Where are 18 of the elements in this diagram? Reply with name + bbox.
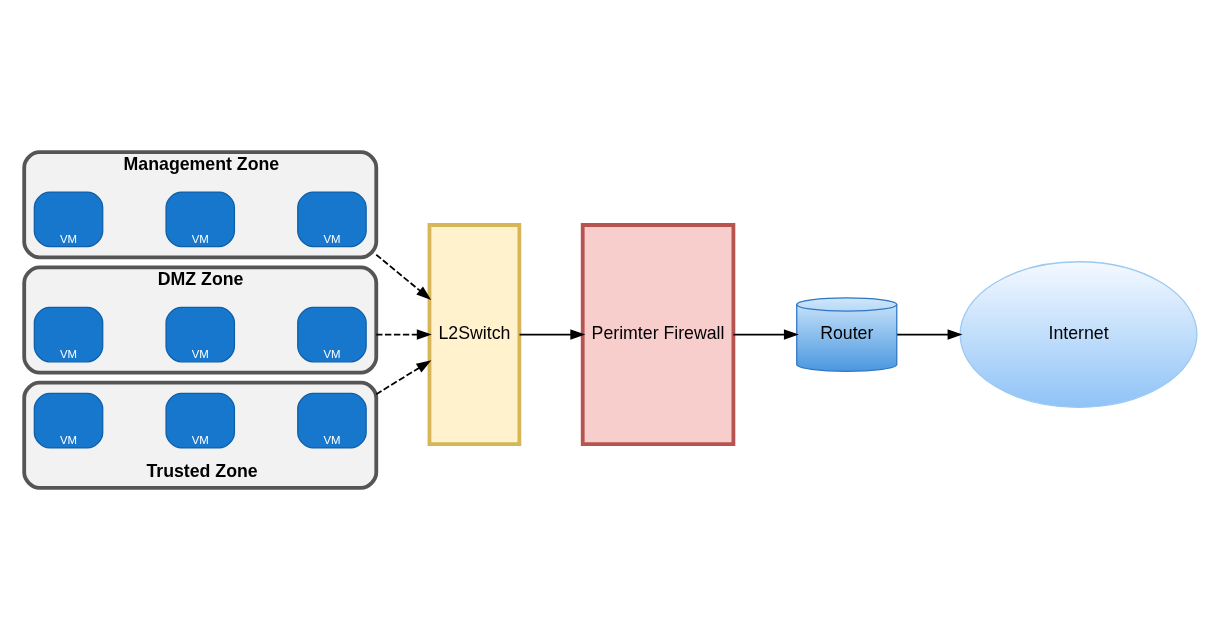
node-box: VM [297, 306, 367, 362]
arrow [518, 328, 586, 340]
node-ellipse: Internet [959, 260, 1198, 408]
node-box: VM [33, 190, 104, 247]
node-box: VM [165, 392, 236, 449]
arrow [375, 253, 432, 300]
node-box: VM [165, 306, 236, 362]
node-box: L2Switch [427, 222, 522, 446]
node-box: VM [33, 306, 104, 362]
node-box: VM [297, 392, 367, 449]
node-box: Perimter Firewall [580, 222, 736, 446]
arrow [375, 328, 432, 340]
node-box: VM [33, 392, 104, 449]
arrow [896, 328, 963, 340]
arrow [375, 359, 432, 395]
node-box: VM [165, 190, 236, 247]
arrow [732, 328, 799, 340]
node-box: VM [297, 190, 367, 247]
